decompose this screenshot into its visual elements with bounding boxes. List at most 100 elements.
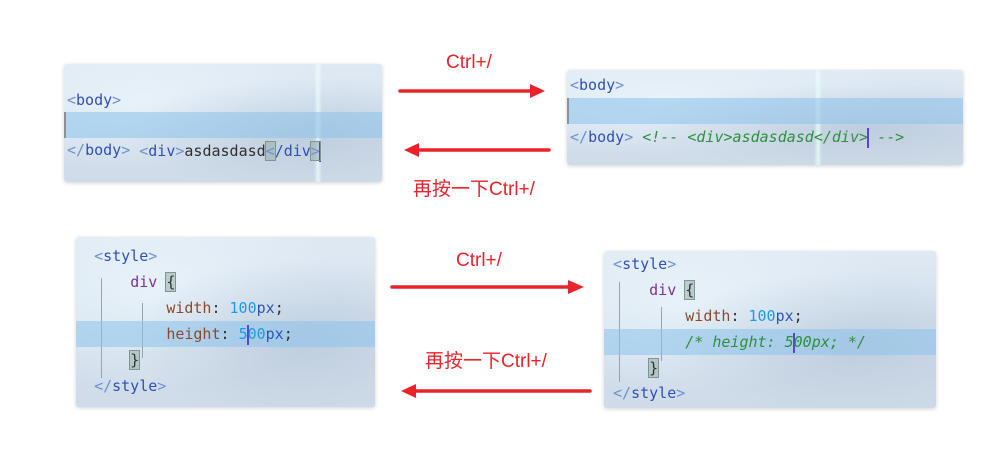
bracket: </ — [570, 128, 589, 146]
code-line-body-close: </body> — [64, 137, 382, 163]
css-selector: div — [649, 281, 677, 299]
bracket: > — [667, 255, 677, 273]
indent — [76, 299, 166, 317]
indent — [604, 255, 613, 273]
bracket: > — [148, 247, 158, 265]
tag-name: body — [588, 128, 625, 146]
semicolon: ; — [274, 299, 284, 317]
tag-name: body — [76, 91, 113, 109]
indent — [76, 247, 94, 265]
code-panel-html-before: <body> <div>asdasdasd</div> </body> — [64, 64, 382, 182]
bracket: </ — [613, 384, 632, 402]
comment-text: 00px; */ — [793, 333, 866, 351]
code-line-width: width: 100px; — [604, 303, 936, 329]
gutter-mark — [64, 112, 66, 138]
colon: : — [730, 307, 749, 325]
css-property: width — [685, 307, 731, 325]
bracket: > — [615, 76, 625, 94]
shortcut-label-forward: Ctrl+/ — [456, 250, 502, 271]
bracket: > — [676, 384, 686, 402]
code-panel-css-after: <style> div { width: 100px; /* height: 5… — [604, 251, 936, 408]
code-line-close-brace: } — [76, 347, 375, 373]
tag-name: style — [631, 384, 677, 402]
brace-match: { — [684, 280, 696, 300]
indent — [604, 281, 649, 299]
code-line-body-open: <body> — [567, 72, 963, 98]
comment-text: <!-- <div>asdasdasd</div> — [642, 128, 869, 146]
text-cursor — [792, 332, 795, 353]
code-line-height-current[interactable]: height: 500px; — [76, 321, 375, 347]
code-line-close-brace: } — [604, 355, 936, 381]
css-selector: div — [130, 273, 158, 291]
indent — [76, 273, 130, 291]
shortcut-label-back: 再按一下Ctrl+/ — [413, 179, 535, 200]
tag-name: style — [622, 255, 668, 273]
brace-match: { — [165, 272, 177, 292]
css-unit: px — [256, 299, 275, 317]
bracket: < — [570, 76, 580, 94]
indent — [604, 384, 613, 402]
css-unit: px — [775, 307, 794, 325]
code-panel-html-after: <body> <!-- <div>asdasdasd</div> --> </b… — [567, 70, 963, 165]
text-cursor — [246, 324, 249, 345]
comment-end: --> — [868, 128, 905, 146]
indent — [76, 377, 94, 395]
css-number: 100 — [748, 307, 776, 325]
bracket: < — [67, 91, 77, 109]
indent — [604, 333, 685, 351]
code-line-body-close: </body> — [567, 124, 963, 150]
semicolon: ; — [283, 325, 293, 343]
code-line-height-commented[interactable]: /* height: 500px; */ — [604, 329, 936, 355]
shortcut-label-back: 再按一下Ctrl+/ — [425, 351, 547, 372]
code-line-selector: div { — [604, 277, 936, 303]
tag-name: style — [103, 247, 149, 265]
indent — [604, 359, 649, 377]
code-line-commented-div[interactable]: <!-- <div>asdasdasd</div> --> — [567, 98, 963, 148]
bracket: > — [121, 141, 131, 159]
shortcut-label-forward: Ctrl+/ — [446, 52, 492, 73]
code-line-style-open: <style> — [76, 243, 375, 269]
code-panel-css-before: <style> div { width: 100px; height: 500p… — [76, 237, 375, 407]
gutter-mark — [567, 98, 569, 124]
tag-name: body — [85, 141, 122, 159]
semicolon: ; — [793, 307, 803, 325]
bracket-match: < — [264, 141, 276, 161]
arrow-left-icon — [401, 384, 592, 398]
arrow-right-icon — [398, 84, 545, 98]
code-line-body-open: <body> — [64, 87, 382, 113]
tag-name: div — [148, 142, 176, 160]
tag-name: body — [579, 76, 616, 94]
arrow-left-icon — [404, 143, 551, 157]
tag-name: style — [112, 377, 158, 395]
bracket-match: > — [309, 141, 321, 161]
code-line-width: width: 100px; — [76, 295, 375, 321]
brace-match: } — [648, 358, 660, 378]
indent — [76, 325, 166, 343]
bracket: > — [112, 91, 122, 109]
code-line-div-current[interactable]: <div>asdasdasd</div> — [64, 112, 382, 162]
bracket: </ — [67, 141, 86, 159]
code-line-style-close: </style> — [76, 373, 375, 399]
text-cursor — [318, 141, 321, 162]
bracket: > — [624, 128, 634, 146]
css-property: height — [166, 325, 221, 343]
text-cursor — [867, 127, 870, 148]
comment-text: /* height: 5 — [685, 333, 794, 351]
colon: : — [220, 325, 239, 343]
css-number: 00 — [247, 325, 266, 343]
tag-name: /div — [274, 142, 311, 160]
code-line-style-open: <style> — [604, 251, 936, 277]
colon: : — [211, 299, 230, 317]
arrow-right-icon — [390, 280, 584, 294]
css-number: 100 — [229, 299, 257, 317]
indent — [604, 307, 685, 325]
text-content: asdasdasd — [184, 142, 266, 160]
bracket: </ — [94, 377, 113, 395]
brace-match: } — [129, 350, 141, 370]
css-unit: px — [265, 325, 284, 343]
bracket: > — [157, 377, 167, 395]
css-number: 5 — [238, 325, 248, 343]
indent — [76, 351, 130, 369]
code-line-style-close: </style> — [604, 380, 936, 406]
css-property: width — [166, 299, 212, 317]
